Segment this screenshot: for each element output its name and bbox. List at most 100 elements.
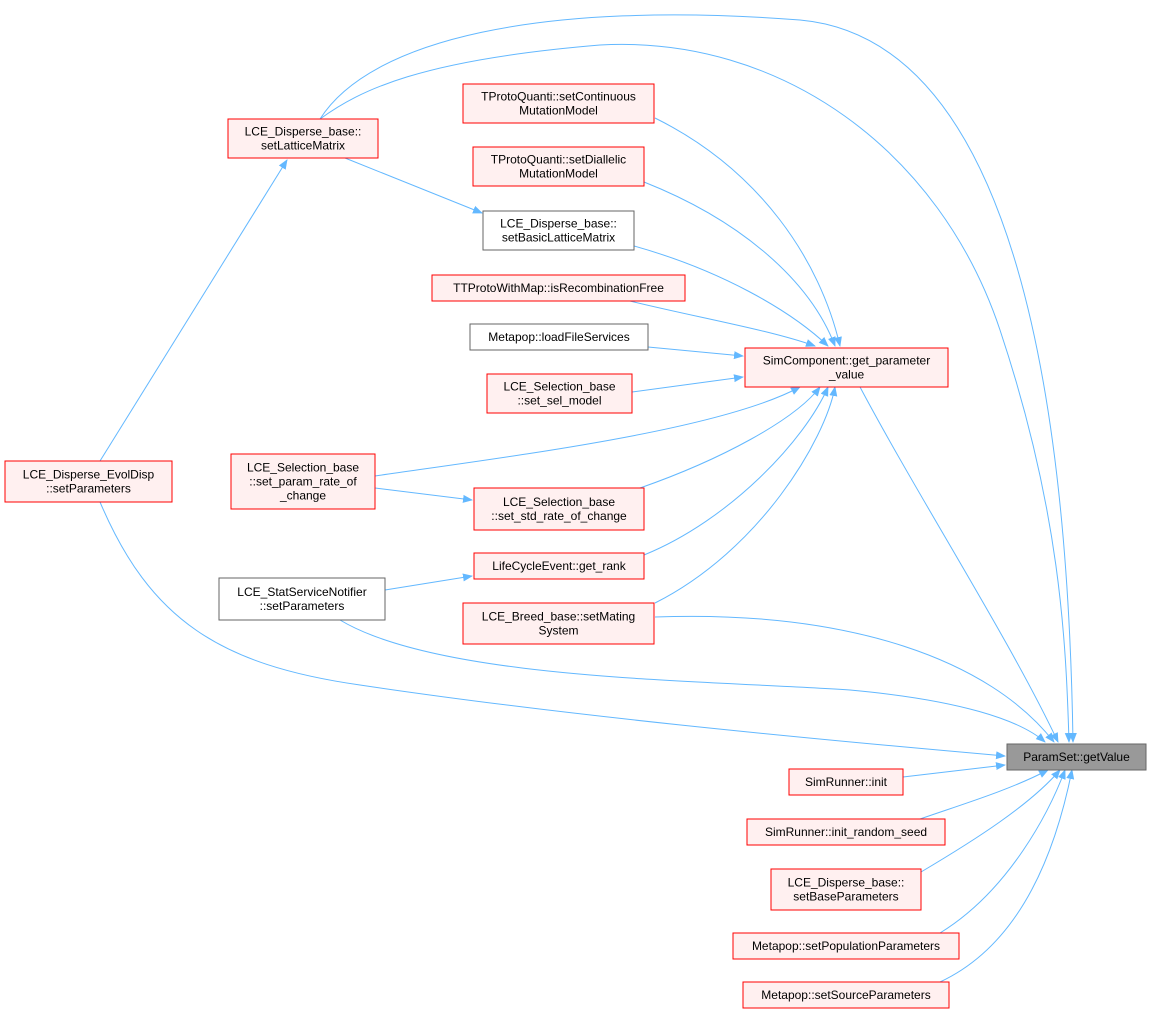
node-box — [473, 552, 645, 580]
node-box — [742, 981, 950, 1009]
node-label-line: LCE_Selection_base — [503, 495, 615, 509]
node-box — [462, 83, 655, 124]
node-label-line: ::set_param_rate_of — [249, 475, 357, 489]
node-simRunnerInit[interactable]: SimRunner::init — [788, 768, 904, 796]
node-box — [473, 487, 645, 531]
node-box — [431, 274, 686, 302]
node-get_parameter_value[interactable]: SimComponent::get_parameter_value — [744, 347, 949, 388]
nodes: ParamSet::getValue SimComponent::get_para… — [4, 83, 1147, 1009]
edge-from-setDiallelicMutationModel — [643, 181, 836, 347]
node-loadFileServices[interactable]: Metapop::loadFileServices — [469, 323, 649, 351]
node-label-line: ::setParameters — [260, 599, 345, 613]
node-box — [746, 818, 946, 846]
edge-from-setMatingSystem — [654, 615, 1055, 743]
node-label-line: setBasicLatticeMatrix — [502, 231, 615, 245]
edge-from-setBasicLatticeMatrix — [633, 245, 829, 347]
edge-from-get_rank — [643, 386, 829, 556]
node-label-line: LCE_Disperse_base:: — [500, 217, 617, 231]
node-box — [486, 373, 633, 414]
node-label-line: _change — [279, 489, 326, 503]
node-box — [230, 453, 376, 510]
node-box — [227, 118, 379, 159]
node-label-line: ParamSet::getValue — [1023, 750, 1130, 764]
edge-from-setLatticeMatrix — [319, 14, 1077, 743]
node-target: ParamSet::getValue — [1006, 743, 1147, 771]
node-statServiceSetParameters[interactable]: LCE_StatServiceNotifier::setParameters — [218, 577, 386, 621]
node-set_sel_model[interactable]: LCE_Selection_base::set_sel_model — [486, 373, 633, 414]
node-box — [744, 347, 949, 388]
node-label-line: Metapop::loadFileServices — [488, 330, 629, 344]
edge-from-setSourceParameters — [939, 769, 1075, 983]
node-setSourceParameters[interactable]: Metapop::setSourceParameters — [742, 981, 950, 1009]
node-box — [472, 146, 645, 187]
node-box — [4, 460, 173, 503]
node-setBasicLatticeMatrix[interactable]: LCE_Disperse_base::setBasicLatticeMatrix — [482, 210, 635, 251]
node-label-line: LCE_Selection_base — [503, 380, 615, 394]
node-label-line: Metapop::setPopulationParameters — [752, 939, 940, 953]
edge-from-setPopulationParameters — [939, 769, 1066, 934]
node-label-line: ::setParameters — [46, 482, 131, 496]
node-label-line: SimRunner::init_random_seed — [765, 825, 927, 839]
edge-from-setContinuousMutationModel — [654, 117, 842, 347]
node-label-line: TTProtoWithMap::isRecombinationFree — [453, 281, 664, 295]
node-box — [482, 210, 635, 251]
node-label-line: LCE_Disperse_base:: — [788, 876, 905, 890]
node-setLatticeMatrix[interactable]: LCE_Disperse_base::setLatticeMatrix — [227, 118, 379, 159]
node-box — [732, 932, 960, 960]
node-label-line: LCE_Disperse_EvolDisp — [23, 468, 155, 482]
edge-from-isRecombinationFree — [629, 300, 816, 347]
edge-from-setLatticeMatrix — [319, 43, 1073, 743]
node-isRecombinationFree[interactable]: TTProtoWithMap::isRecombinationFree — [431, 274, 686, 302]
node-label-line: ::set_std_rate_of_change — [491, 509, 627, 523]
edge-from-setMatingSystem — [654, 386, 838, 604]
edge-from-set_param_rate_of_change — [374, 487, 473, 503]
node-box — [469, 323, 649, 351]
node-init_random_seed[interactable]: SimRunner::init_random_seed — [746, 818, 946, 846]
node-label-line: MutationModel — [519, 104, 598, 118]
node-label-line: MutationModel — [519, 167, 598, 181]
edges — [99, 14, 1077, 983]
node-box — [770, 868, 922, 911]
node-set_param_rate_of_change[interactable]: LCE_Selection_base::set_param_rate_of_ch… — [230, 453, 376, 510]
edge-from-get_parameter_value — [859, 386, 1059, 743]
edge-from-set_sel_model — [631, 374, 744, 393]
node-label-line: LCE_Breed_base::setMating — [482, 610, 635, 624]
edge-from-set_param_rate_of_change — [374, 386, 801, 477]
node-get_rank[interactable]: LifeCycleEvent::get_rank — [473, 552, 645, 580]
node-label-line: LCE_Selection_base — [247, 461, 359, 475]
edge-from-init_random_seed — [919, 769, 1049, 820]
edge-from-setLatticeMatrix — [344, 157, 483, 214]
edge-from-loadFileServices — [647, 346, 744, 360]
edge-from-evolDispSetParameters — [99, 159, 288, 462]
edge-from-set_std_rate_of_change — [639, 386, 821, 489]
node-label-line: _value — [828, 368, 865, 382]
edge-from-statServiceSetParameters — [339, 619, 1046, 743]
node-setPopulationParameters[interactable]: Metapop::setPopulationParameters — [732, 932, 960, 960]
node-label-line: setLatticeMatrix — [261, 139, 345, 153]
node-label-line: LifeCycleEvent::get_rank — [492, 559, 626, 573]
node-label-line: System — [538, 624, 578, 638]
node-label-line: setBaseParameters — [793, 890, 898, 904]
node-label-line: LCE_Disperse_base:: — [245, 125, 362, 139]
node-label-line: SimComponent::get_parameter — [763, 354, 930, 368]
edge-from-statServiceSetParameters — [384, 573, 473, 591]
node-setBaseParameters[interactable]: LCE_Disperse_base::setBaseParameters — [770, 868, 922, 911]
node-evolDispSetParameters[interactable]: LCE_Disperse_EvolDisp::setParameters — [4, 460, 173, 503]
edge-from-evolDispSetParameters — [99, 501, 1006, 760]
edge-from-simRunnerInit — [902, 762, 1006, 778]
node-label-line: SimRunner::init — [805, 775, 888, 789]
node-box — [1006, 743, 1147, 771]
node-label-line: LCE_StatServiceNotifier — [237, 585, 366, 599]
node-label-line: Metapop::setSourceParameters — [761, 988, 930, 1002]
node-set_std_rate_of_change[interactable]: LCE_Selection_base::set_std_rate_of_chan… — [473, 487, 645, 531]
node-box — [788, 768, 904, 796]
edge-from-setBaseParameters — [920, 769, 1061, 873]
node-label-line: ::set_sel_model — [517, 394, 601, 408]
node-box — [218, 577, 386, 621]
node-label-line: TProtoQuanti::setDiallelic — [491, 153, 626, 167]
node-box — [462, 602, 655, 645]
